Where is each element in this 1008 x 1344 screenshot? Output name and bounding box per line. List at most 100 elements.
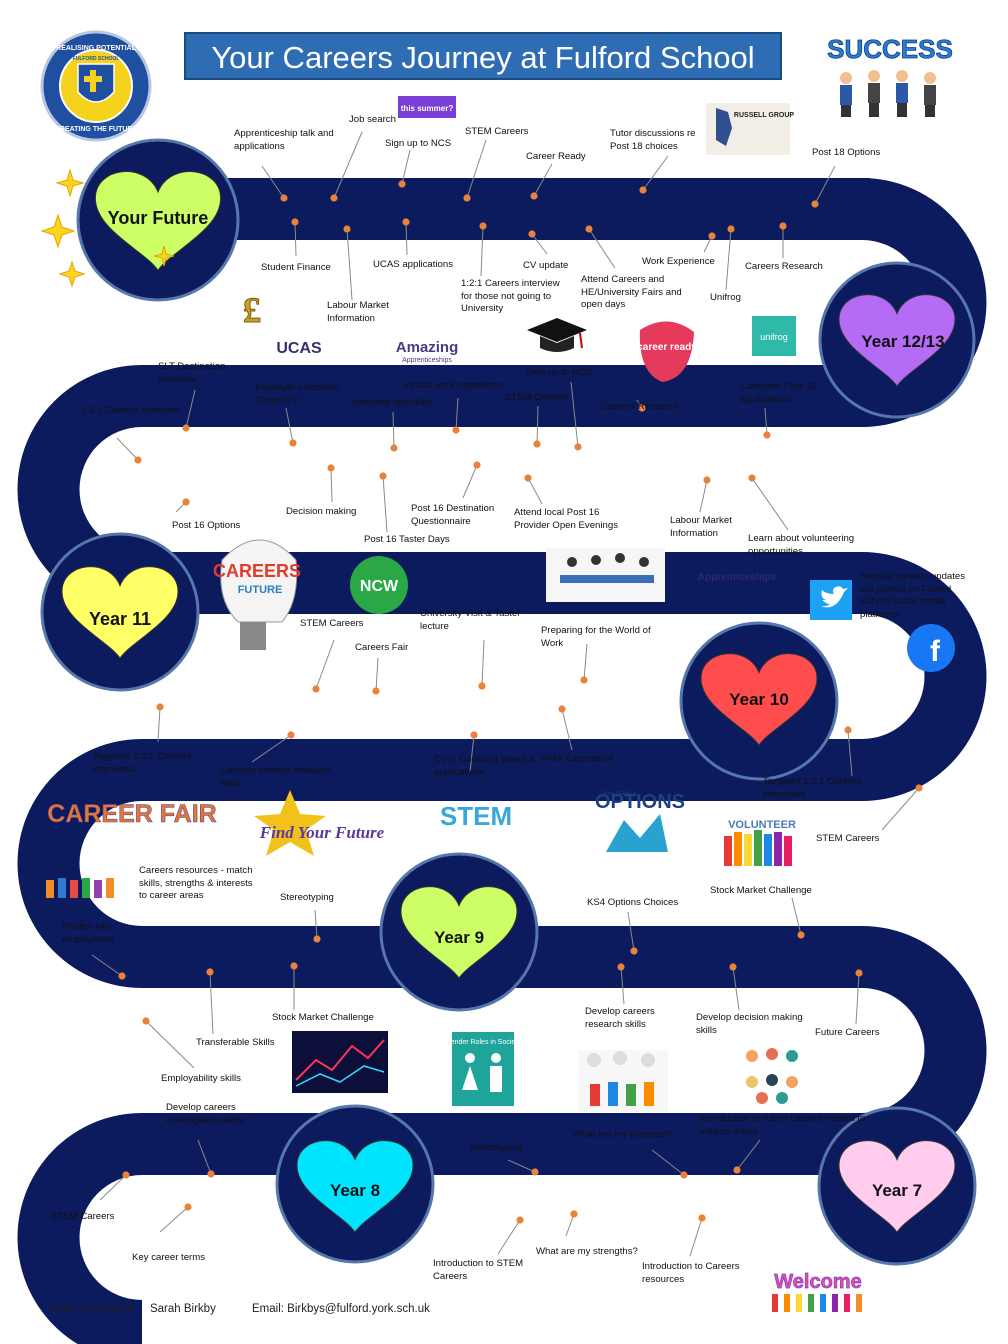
milestone-year-10: Year 10 <box>679 621 839 781</box>
callout-dot <box>280 194 288 202</box>
volunteer-logo: VOLUNTEER <box>724 819 796 866</box>
options-logo: OPTIONS Key Stage 4 <box>595 791 685 852</box>
callout-line <box>764 407 768 436</box>
callout-line <box>791 897 802 936</box>
callout-line <box>751 477 789 531</box>
footer-email-address[interactable]: Birkbys@fulford.york.sch.uk <box>287 1303 430 1315</box>
callout-dot <box>327 464 335 472</box>
callout-line <box>251 734 292 763</box>
activity-label: STEM Careers <box>816 833 880 844</box>
activity-label: Key career terms <box>132 1252 206 1263</box>
star-icon <box>153 245 175 267</box>
callout-dot <box>463 194 471 202</box>
activity-label: Preparing for the World of Work <box>541 625 651 649</box>
callout-dot <box>638 404 646 412</box>
footer-head-name: Sarah Birkby <box>149 1303 216 1315</box>
callout-dots <box>118 180 923 1224</box>
callout-dot <box>287 731 295 739</box>
callout-line <box>469 734 475 773</box>
callout-dot <box>516 1216 524 1224</box>
callout-dot <box>312 685 320 693</box>
welcome-text: Welcome <box>774 1271 861 1293</box>
callout-line <box>570 381 579 448</box>
callout-dot <box>156 703 164 711</box>
callout-line <box>197 1139 212 1175</box>
activity-label: Introduction to future careers related t… <box>700 1113 866 1137</box>
callout-line <box>285 407 294 444</box>
callout-dot <box>134 456 142 464</box>
children-illustration <box>746 1048 798 1104</box>
activity-label: Introduction to Careers resources <box>642 1261 740 1285</box>
callout-line <box>536 405 539 445</box>
callout-line <box>725 228 732 291</box>
activity-label: Develop careers research skills <box>221 765 331 789</box>
callout-dot <box>727 225 735 233</box>
ucas-logo: UCAS <box>276 340 322 357</box>
uk-map-icon <box>716 108 732 146</box>
road-segment-top <box>150 178 870 240</box>
activity-label: Stereotyping <box>469 1142 523 1153</box>
interests-illustration <box>578 1050 668 1112</box>
activity-label: STEM Careers <box>505 392 569 403</box>
footer-head-of-careers: Head of Careers: Sarah Birkby <box>48 1303 216 1315</box>
milestone-year-11: Year 11 <box>40 532 200 692</box>
callout-dot <box>390 444 398 452</box>
callout-line <box>261 165 285 199</box>
callout-line <box>497 1219 521 1255</box>
school-logo: REALISING POTENTIAL CREATING THE FUTURE … <box>40 30 152 142</box>
milestone-label: Year 7 <box>872 1181 922 1200</box>
callout-line <box>462 464 478 499</box>
callout-line <box>145 1020 195 1069</box>
callout-line <box>392 411 395 449</box>
callout-dot <box>531 1168 539 1176</box>
career-ready-text: career ready <box>637 342 697 353</box>
logo-ring-bottom-text: CREATING THE FUTURE <box>55 126 138 133</box>
callout-dot <box>530 192 538 200</box>
welcome-banner: Welcome <box>772 1271 862 1312</box>
stock-market-screen <box>292 1031 388 1093</box>
activity-label: Targeted 1:2:1 Careers interviews <box>93 751 192 775</box>
accessibility-people-icons <box>46 878 114 898</box>
callout-line <box>455 397 459 431</box>
footer-email: Email: Birkbys@fulford.york.sch.uk <box>252 1303 430 1315</box>
svg-text:f: f <box>930 635 941 668</box>
callout-line <box>627 911 635 952</box>
callout-line <box>561 708 573 751</box>
callout-lines <box>91 131 920 1257</box>
milestone-label: Year 8 <box>330 1181 380 1200</box>
milestone-year-7: Year 7 <box>817 1106 977 1266</box>
ncw-text: NCW <box>360 578 399 595</box>
callout-line <box>480 225 484 277</box>
milestone-label: Year 10 <box>729 690 789 709</box>
callout-line <box>732 966 740 1011</box>
options-sub-text: Key Stage 4 <box>604 791 637 797</box>
activity-label: Work Experience <box>642 256 715 267</box>
activity-label: Develop decision making skills <box>696 1012 803 1036</box>
logo-ring-top-text: REALISING POTENTIAL <box>56 45 136 52</box>
amazing-text: Amazing <box>396 339 459 356</box>
activity-label: UCAS applications <box>373 259 453 270</box>
careers-cloud-text: CAREERS <box>213 561 301 581</box>
bulb-shape <box>220 539 298 623</box>
callout-line <box>533 163 553 197</box>
heart-icon <box>838 1140 956 1234</box>
gender-roles-sign: Gender Roles in Society <box>445 1032 521 1106</box>
facebook-logo: f <box>907 624 955 672</box>
activity-label: CV update <box>523 260 569 271</box>
career-fair-logo: CAREER FAIR <box>47 800 217 829</box>
star-icon <box>55 168 85 198</box>
callout-dot <box>811 200 819 208</box>
callout-dot <box>290 962 298 970</box>
heart-icon <box>94 170 222 272</box>
callout-line <box>814 165 836 205</box>
callout-dot <box>797 931 805 939</box>
callout-line <box>531 233 548 255</box>
callout-dot <box>733 1166 741 1174</box>
callout-line <box>588 228 616 269</box>
milestone-year-8: Year 8 <box>275 1104 435 1264</box>
activity-label: University Visit & Taster lecture <box>420 608 521 632</box>
callout-dot <box>473 461 481 469</box>
callout-dot <box>763 431 771 439</box>
